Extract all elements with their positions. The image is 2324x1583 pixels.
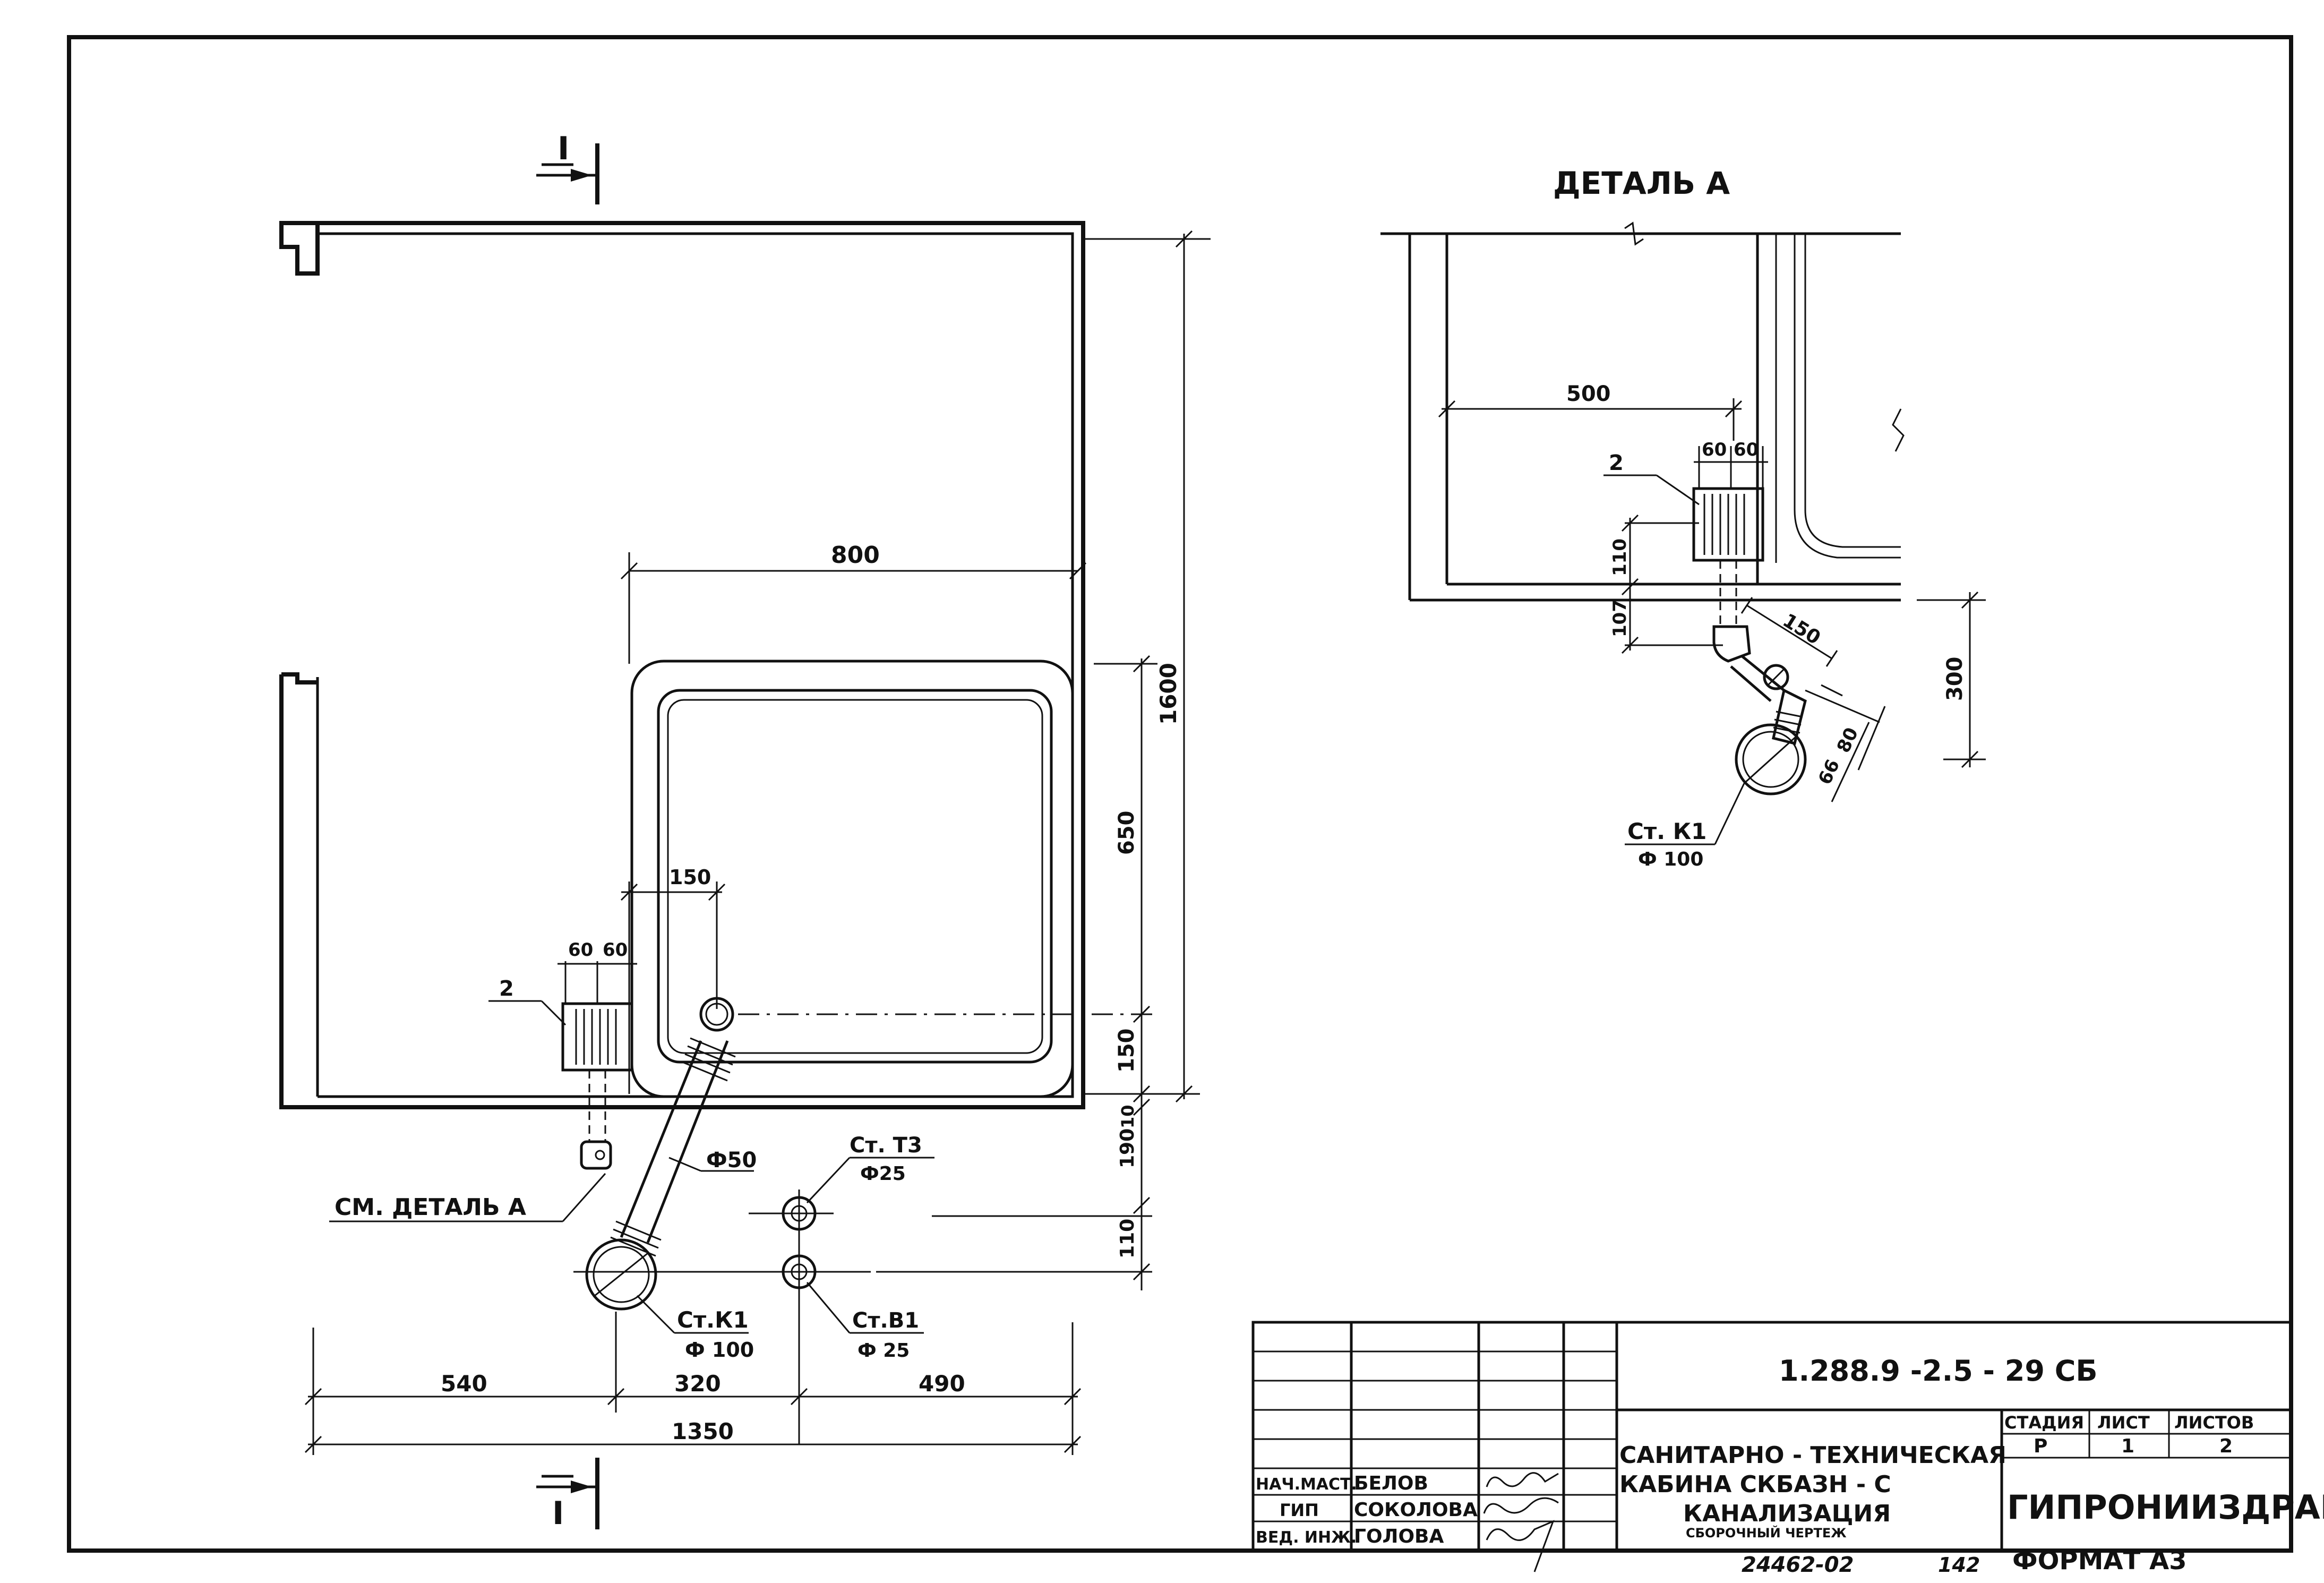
detail-dimension-label-80: 80 — [1833, 724, 1863, 756]
detail-dimension-label-500: 500 — [1566, 382, 1611, 406]
detail-riser-k1-label: Ст. К1 — [1627, 818, 1706, 844]
floor-drain — [699, 997, 1152, 1032]
dimension-right: 1600 650 150 190 10 110 — [876, 230, 1211, 1290]
sheets-value: 2 — [2219, 1435, 2233, 1457]
title-line-2: КАБИНА СКБАЗН - С — [1619, 1471, 1891, 1498]
title-line-3: КАНАЛИЗАЦИЯ — [1683, 1500, 1891, 1527]
dimension-label-60a: 60 — [568, 939, 593, 961]
name-1: БЕЛОВ — [1354, 1473, 1428, 1494]
detail-dimension-300: 300 — [1917, 591, 1986, 768]
detail-dimension-label-66: 66 — [1814, 756, 1844, 788]
detail-dimension-80-66: 80 66 — [1805, 684, 1886, 802]
trap-item-2: 2 60 60 — [488, 939, 637, 1170]
stage-value: Р — [2034, 1435, 2047, 1457]
sheet-value: 1 — [2121, 1435, 2134, 1457]
stage-header: СТАДИЯ — [2004, 1413, 2084, 1433]
name-3: ГОЛОВА — [1354, 1526, 1444, 1547]
drain-pipe-d50: Ф50 — [610, 1037, 757, 1257]
detail-riser-k1: Ст. К1 Ф 100 — [1625, 783, 1745, 870]
riser-b1-label: Ст.В1 — [852, 1308, 919, 1333]
signature-3 — [1486, 1520, 1555, 1572]
dimension-label-110: 110 — [1117, 1219, 1138, 1259]
detail-pipe — [1730, 655, 1807, 795]
section-label-bottom: I — [552, 1495, 564, 1532]
detail-a-title: ДЕТАЛЬ А — [1553, 165, 1730, 201]
dimension-label-10: 10 — [1118, 1105, 1138, 1128]
detail-dimension-label-60b: 60 — [1734, 439, 1759, 460]
title-block: 1.288.9 -2.5 - 29 СБ САНИТАРНО - ТЕХНИЧЕ… — [1251, 1321, 2324, 1577]
organization-name: ГИПРОНИИЗДРАВ — [2007, 1488, 2324, 1527]
detail-dimension-label-110: 110 — [1609, 538, 1631, 576]
detail-a-view: ДЕТАЛЬ А 500 — [1380, 165, 1986, 870]
role-2: ГИП — [1280, 1500, 1319, 1520]
pipe-diameter-label: Ф50 — [706, 1148, 757, 1173]
dimension-label-650: 650 — [1114, 811, 1139, 855]
detail-item-2-label: 2 — [1609, 451, 1624, 475]
detail-dimension-vertical: 110 107 — [1609, 514, 1723, 654]
sheet-header: ЛИСТ — [2097, 1413, 2150, 1433]
signature-2 — [1483, 1497, 1559, 1514]
dimension-label-150-horizontal: 150 — [669, 866, 711, 889]
detail-dimension-label-300: 300 — [1943, 657, 1967, 701]
detail-dimension-label-60a: 60 — [1702, 439, 1727, 460]
item-2-label: 2 — [499, 977, 514, 1001]
riser-t3-label: Ст. Т3 — [850, 1133, 922, 1158]
page-number: 142 — [1938, 1553, 1980, 1577]
riser-t3-diameter: Ф25 — [860, 1163, 906, 1185]
dimension-label-190: 190 — [1117, 1128, 1138, 1168]
sheet-frame — [67, 35, 2293, 1553]
document-code: 1.288.9 -2.5 - 29 СБ — [1779, 1354, 2098, 1388]
signature-1 — [1486, 1472, 1559, 1487]
riser-k1: Ст.К1 Ф 100 — [573, 1238, 871, 1362]
detail-dimension-500: 500 — [1438, 382, 1743, 441]
section-marker-top: I — [536, 130, 599, 204]
title-line-4: СБОРОЧНЫЙ ЧЕРТЕЖ — [1686, 1525, 1847, 1541]
detail-walls — [1380, 221, 1905, 602]
dimension-bottom: 540 320 490 1350 — [304, 1312, 1082, 1455]
dimension-label-60b: 60 — [603, 939, 628, 961]
riser-k1-diameter: Ф 100 — [685, 1338, 754, 1362]
role-3: ВЕД. ИНЖ. — [1256, 1528, 1357, 1547]
cabin-walls — [279, 221, 1085, 1109]
riser-t3: Ст. Т3 Ф25 — [749, 1133, 934, 1285]
plan-view: I 800 — [279, 130, 1211, 1532]
riser-k1-label: Ст.К1 — [677, 1307, 749, 1333]
shower-tray — [630, 660, 1074, 1098]
section-marker-bottom: I — [536, 1458, 599, 1532]
see-detail-a-callout: СМ. ДЕТАЛЬ А — [329, 1173, 606, 1222]
detail-dimension-label-107: 107 — [1609, 600, 1631, 637]
detail-dimension-150: 150 — [1740, 597, 1838, 667]
archive-number: 24462-02 — [1742, 1553, 1854, 1577]
dimension-label-800: 800 — [831, 542, 880, 569]
section-label-top: I — [558, 130, 569, 167]
dimension-label-320: 320 — [674, 1371, 721, 1397]
dimension-800: 800 — [620, 542, 1087, 664]
detail-dimension-label-150: 150 — [1779, 610, 1824, 649]
title-line-1: САНИТАРНО - ТЕХНИЧЕСКАЯ — [1619, 1442, 2006, 1469]
dimension-label-490: 490 — [919, 1371, 965, 1397]
detail-trap-item-2: 60 60 2 — [1603, 439, 1768, 663]
see-detail-a-label: СМ. ДЕТАЛЬ А — [335, 1194, 526, 1221]
role-1: НАЧ.МАСТ. — [1256, 1475, 1357, 1494]
name-2: СОКОЛОВА — [1354, 1499, 1478, 1521]
riser-b1: Ст.В1 Ф 25 — [782, 1254, 924, 1444]
riser-b1-diameter: Ф 25 — [857, 1340, 910, 1362]
dimension-label-1350: 1350 — [672, 1418, 734, 1444]
dimension-label-540: 540 — [441, 1371, 487, 1397]
detail-riser-k1-diameter: Ф 100 — [1638, 849, 1703, 870]
dimension-label-1600: 1600 — [1155, 663, 1181, 725]
dimension-label-150-vertical: 150 — [1114, 1029, 1139, 1073]
sheets-header: ЛИСТОВ — [2174, 1413, 2254, 1433]
format-label: ФОРМАТ А3 — [2012, 1546, 2187, 1576]
